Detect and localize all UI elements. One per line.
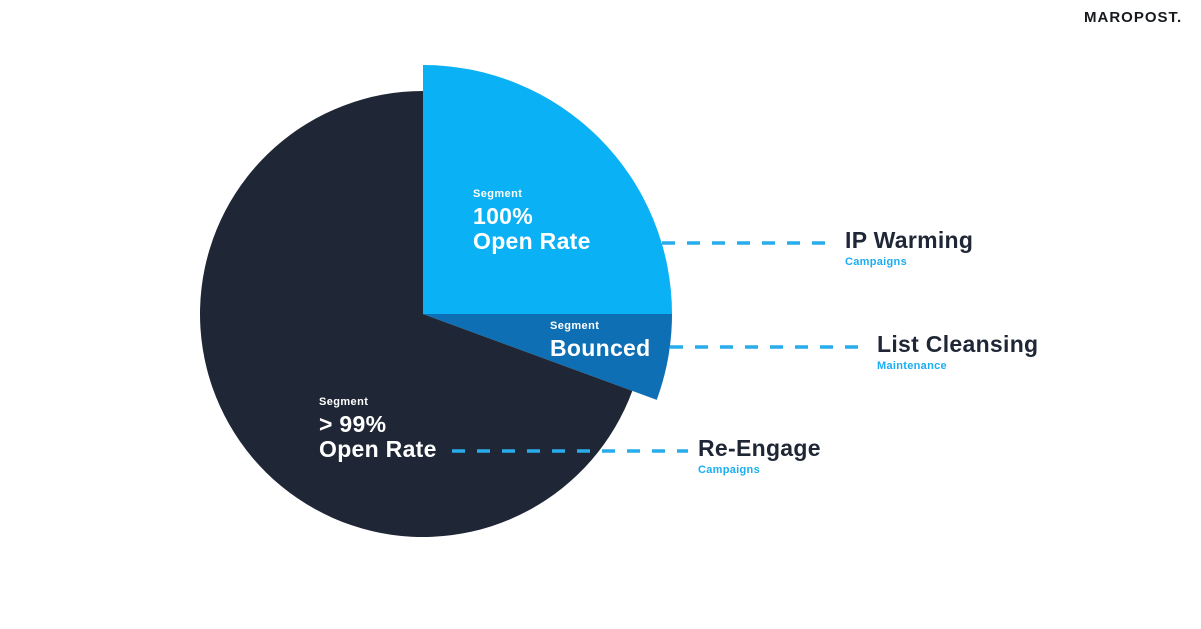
segment-value-line1: Bounced — [550, 335, 651, 361]
callout-subtitle: Maintenance — [877, 360, 947, 372]
maropost-logo: MAROPOST. — [1084, 9, 1183, 26]
segment-value-line2: Open Rate — [473, 228, 591, 254]
slice-label-100-open-rate: Segment 100% Open Rate — [473, 188, 591, 254]
pie-slices — [200, 65, 672, 537]
callout-title: IP Warming — [845, 227, 974, 253]
callout-list-cleansing: List Cleansing Maintenance — [877, 331, 1039, 373]
callout-title: Re-Engage — [698, 435, 821, 461]
segment-value-line2: Open Rate — [319, 436, 437, 462]
callout-subtitle: Campaigns — [845, 256, 907, 268]
segment-value-line1: 100% — [473, 203, 534, 229]
pie-slice-gt99-open-rate — [200, 91, 633, 537]
pie-slice-100-open-rate — [423, 65, 672, 314]
segment-value-line1: > 99% — [319, 411, 387, 437]
segment-tag: Segment — [550, 320, 600, 332]
callout-ip-warming: IP Warming Campaigns — [845, 227, 974, 269]
callout-title: List Cleansing — [877, 331, 1039, 357]
segment-tag: Segment — [473, 188, 523, 200]
pie-slice-bounced — [423, 314, 672, 400]
slice-label-bounced: Segment Bounced — [550, 320, 651, 361]
callout-subtitle: Campaigns — [698, 464, 760, 476]
callout-re-engage: Re-Engage Campaigns — [698, 435, 821, 477]
segment-tag: Segment — [319, 396, 369, 408]
slice-label-gt99-open-rate: Segment > 99% Open Rate — [319, 396, 437, 462]
